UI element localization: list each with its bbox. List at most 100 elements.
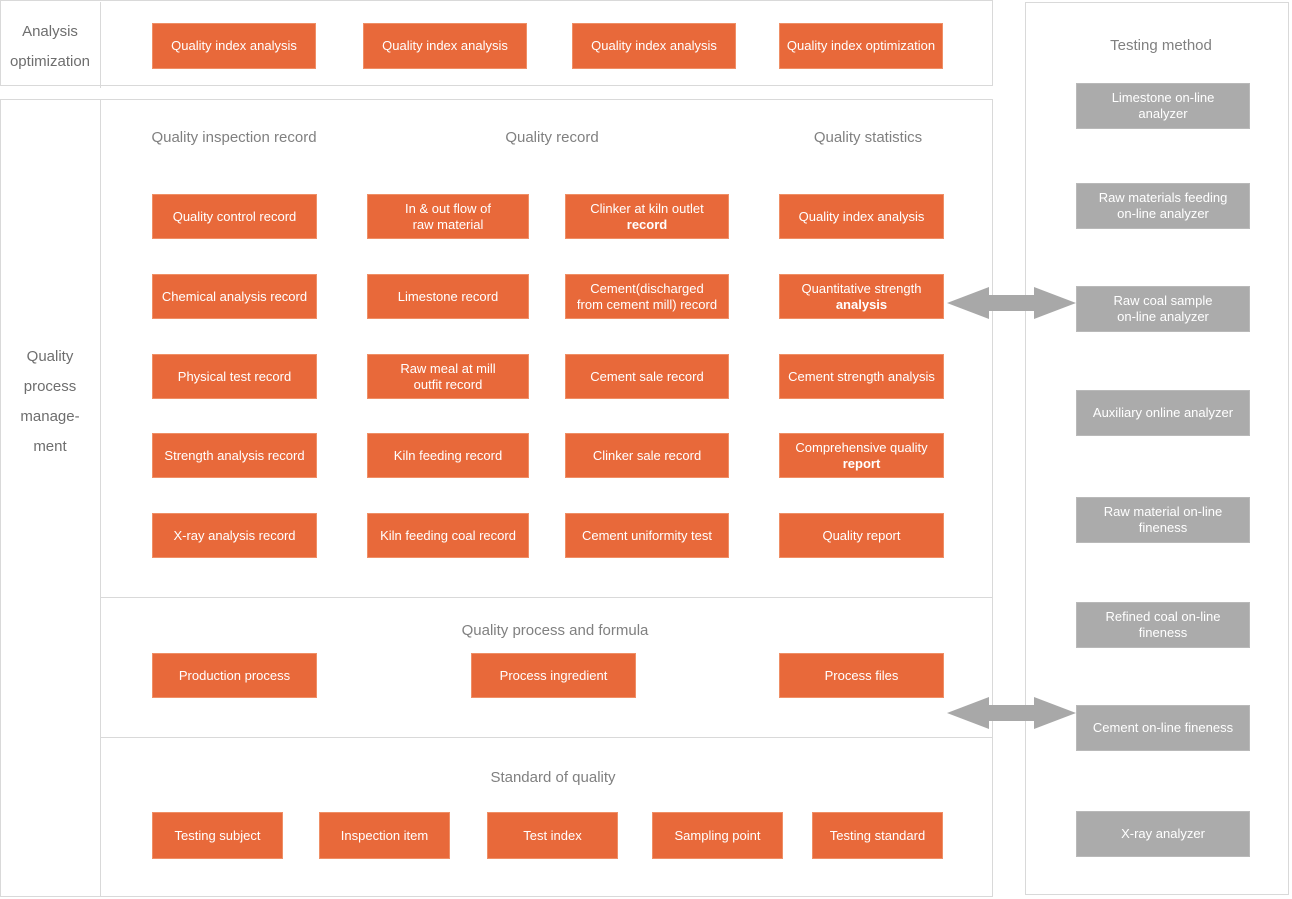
node-text-line: outfit record xyxy=(413,376,483,392)
node-text-line: analysis xyxy=(835,296,888,312)
node-text-line: on-line analyzer xyxy=(1117,309,1209,324)
button-inspection-item: Inspection item xyxy=(319,812,450,859)
formula-standard-divider xyxy=(100,737,993,738)
main-panel-rail-divider xyxy=(100,99,101,897)
button-testing-standard: Testing standard xyxy=(812,812,943,859)
button-kiln-feeding-coal-record: Kiln feeding coal record xyxy=(367,513,529,558)
button-quality-index-analysis: Quality index analysis xyxy=(152,23,316,69)
node-text-line: Cement sale record xyxy=(590,368,704,384)
node-text-line: Limestone record xyxy=(397,288,499,304)
node-text-line: Clinker at kiln outlet xyxy=(590,200,704,216)
node-text-line: Clinker sale record xyxy=(592,447,702,463)
node-text-line: Production process xyxy=(178,667,291,683)
top-panel-rail-divider xyxy=(100,2,101,88)
button-quality-report: Quality report xyxy=(779,513,944,558)
testing-box-auxiliary-online-analyzer: Auxiliary online analyzer xyxy=(1076,390,1250,436)
node-text-line: Raw material on-line xyxy=(1103,504,1223,519)
node-text-line: raw material xyxy=(412,216,484,232)
node-text-line: Quality index analysis xyxy=(382,38,508,53)
button-kiln-feeding-record: Kiln feeding record xyxy=(367,433,529,478)
node-text-line: Kiln feeding coal record xyxy=(380,527,516,543)
node-text-line: Quality index analysis xyxy=(798,208,925,224)
node-text-line: from cement mill) record xyxy=(576,296,718,312)
node-text-line: Test index xyxy=(523,827,582,843)
header-quality-record: Quality record xyxy=(505,129,599,146)
node-text-line: on-line analyzer xyxy=(1117,206,1209,221)
node-text-line: Physical test record xyxy=(177,368,292,384)
button-chemical-analysis-record: Chemical analysis record xyxy=(152,274,317,319)
node-text-line: Cement uniformity test xyxy=(581,527,713,543)
button-process-ingredient: Process ingredient xyxy=(471,653,636,698)
quality-process-management-label: Quality process manage- ment xyxy=(20,348,80,455)
records-formula-divider xyxy=(100,597,993,598)
node-text-line: Inspection item xyxy=(340,827,429,843)
testing-method-panel xyxy=(1025,2,1289,895)
node-text-line: fineness xyxy=(1138,520,1188,535)
button-sampling-point: Sampling point xyxy=(652,812,783,859)
testing-box-cement-on-line-fineness: Cement on-line fineness xyxy=(1076,705,1250,751)
button-clinker-sale-record: Clinker sale record xyxy=(565,433,729,478)
node-text-line: X-ray analysis record xyxy=(173,527,296,543)
button-process-files: Process files xyxy=(779,653,944,698)
node-text-line: Quality report xyxy=(822,527,901,543)
node-text-line: Quality index analysis xyxy=(171,38,297,53)
button-physical-test-record: Physical test record xyxy=(152,354,317,399)
node-text-line: Comprehensive quality xyxy=(795,439,928,455)
node-text-line: Auxiliary online analyzer xyxy=(1092,405,1234,420)
node-text-line: Chemical analysis record xyxy=(161,288,308,304)
button-strength-analysis-record: Strength analysis record xyxy=(152,433,317,478)
button-x-ray-analysis-record: X-ray analysis record xyxy=(152,513,317,558)
node-text-line: Refined coal on-line xyxy=(1105,609,1221,624)
button-cement-uniformity-test: Cement uniformity test xyxy=(565,513,729,558)
button-quality-index-analysis: Quality index analysis xyxy=(363,23,527,69)
button-testing-subject: Testing subject xyxy=(152,812,283,859)
node-text-line: Limestone on-line xyxy=(1111,90,1215,105)
button-production-process: Production process xyxy=(152,653,317,698)
node-text-line: Quality control record xyxy=(172,208,297,224)
button-cement-strength-analysis: Cement strength analysis xyxy=(779,354,944,399)
header-quality-process-and-formula: Quality process and formula xyxy=(461,622,649,639)
bidirectional-arrow-strength-analysis xyxy=(947,287,1076,319)
node-text-line: Quantitative strength xyxy=(801,280,922,296)
node-text-line: Kiln feeding record xyxy=(393,447,503,463)
node-text-line: record xyxy=(626,216,668,232)
node-text-line: report xyxy=(842,455,881,471)
node-text-line: analyzer xyxy=(1138,106,1188,121)
node-text-line: Quality index analysis xyxy=(591,38,717,53)
analysis-optimization-label: Analysis optimization xyxy=(9,23,91,70)
button-limestone-record: Limestone record xyxy=(367,274,529,319)
button-cement-sale-record: Cement sale record xyxy=(565,354,729,399)
node-text-line: Testing subject xyxy=(174,827,261,843)
header-quality-inspection-record: Quality inspection record xyxy=(151,129,317,146)
button-quality-index-analysis: Quality index analysis xyxy=(779,194,944,239)
node-text-line: Cement strength analysis xyxy=(788,368,935,384)
node-text-line: In & out flow of xyxy=(405,200,491,216)
node-text-line: fineness xyxy=(1138,625,1188,640)
node-text-line: Process ingredient xyxy=(499,667,608,683)
node-text-line: Raw materials feeding xyxy=(1098,190,1228,205)
header-quality-statistics: Quality statistics xyxy=(813,129,923,146)
node-text-line: Strength analysis record xyxy=(164,447,305,463)
node-text-line: Raw meal at mill xyxy=(400,360,496,376)
button-test-index: Test index xyxy=(487,812,618,859)
bidirectional-arrow-process-files xyxy=(947,697,1076,729)
testing-box-x-ray-analyzer: X-ray analyzer xyxy=(1076,811,1250,857)
node-text-line: Sampling point xyxy=(674,827,761,843)
button-quality-index-analysis: Quality index analysis xyxy=(572,23,736,69)
node-text-line: X-ray analyzer xyxy=(1121,826,1205,841)
node-text-line: Cement(discharged xyxy=(590,280,704,296)
node-text-line: Quality index optimization xyxy=(786,38,936,53)
node-text-line: Process files xyxy=(824,667,899,683)
header-testing-method: Testing method xyxy=(1110,37,1212,54)
